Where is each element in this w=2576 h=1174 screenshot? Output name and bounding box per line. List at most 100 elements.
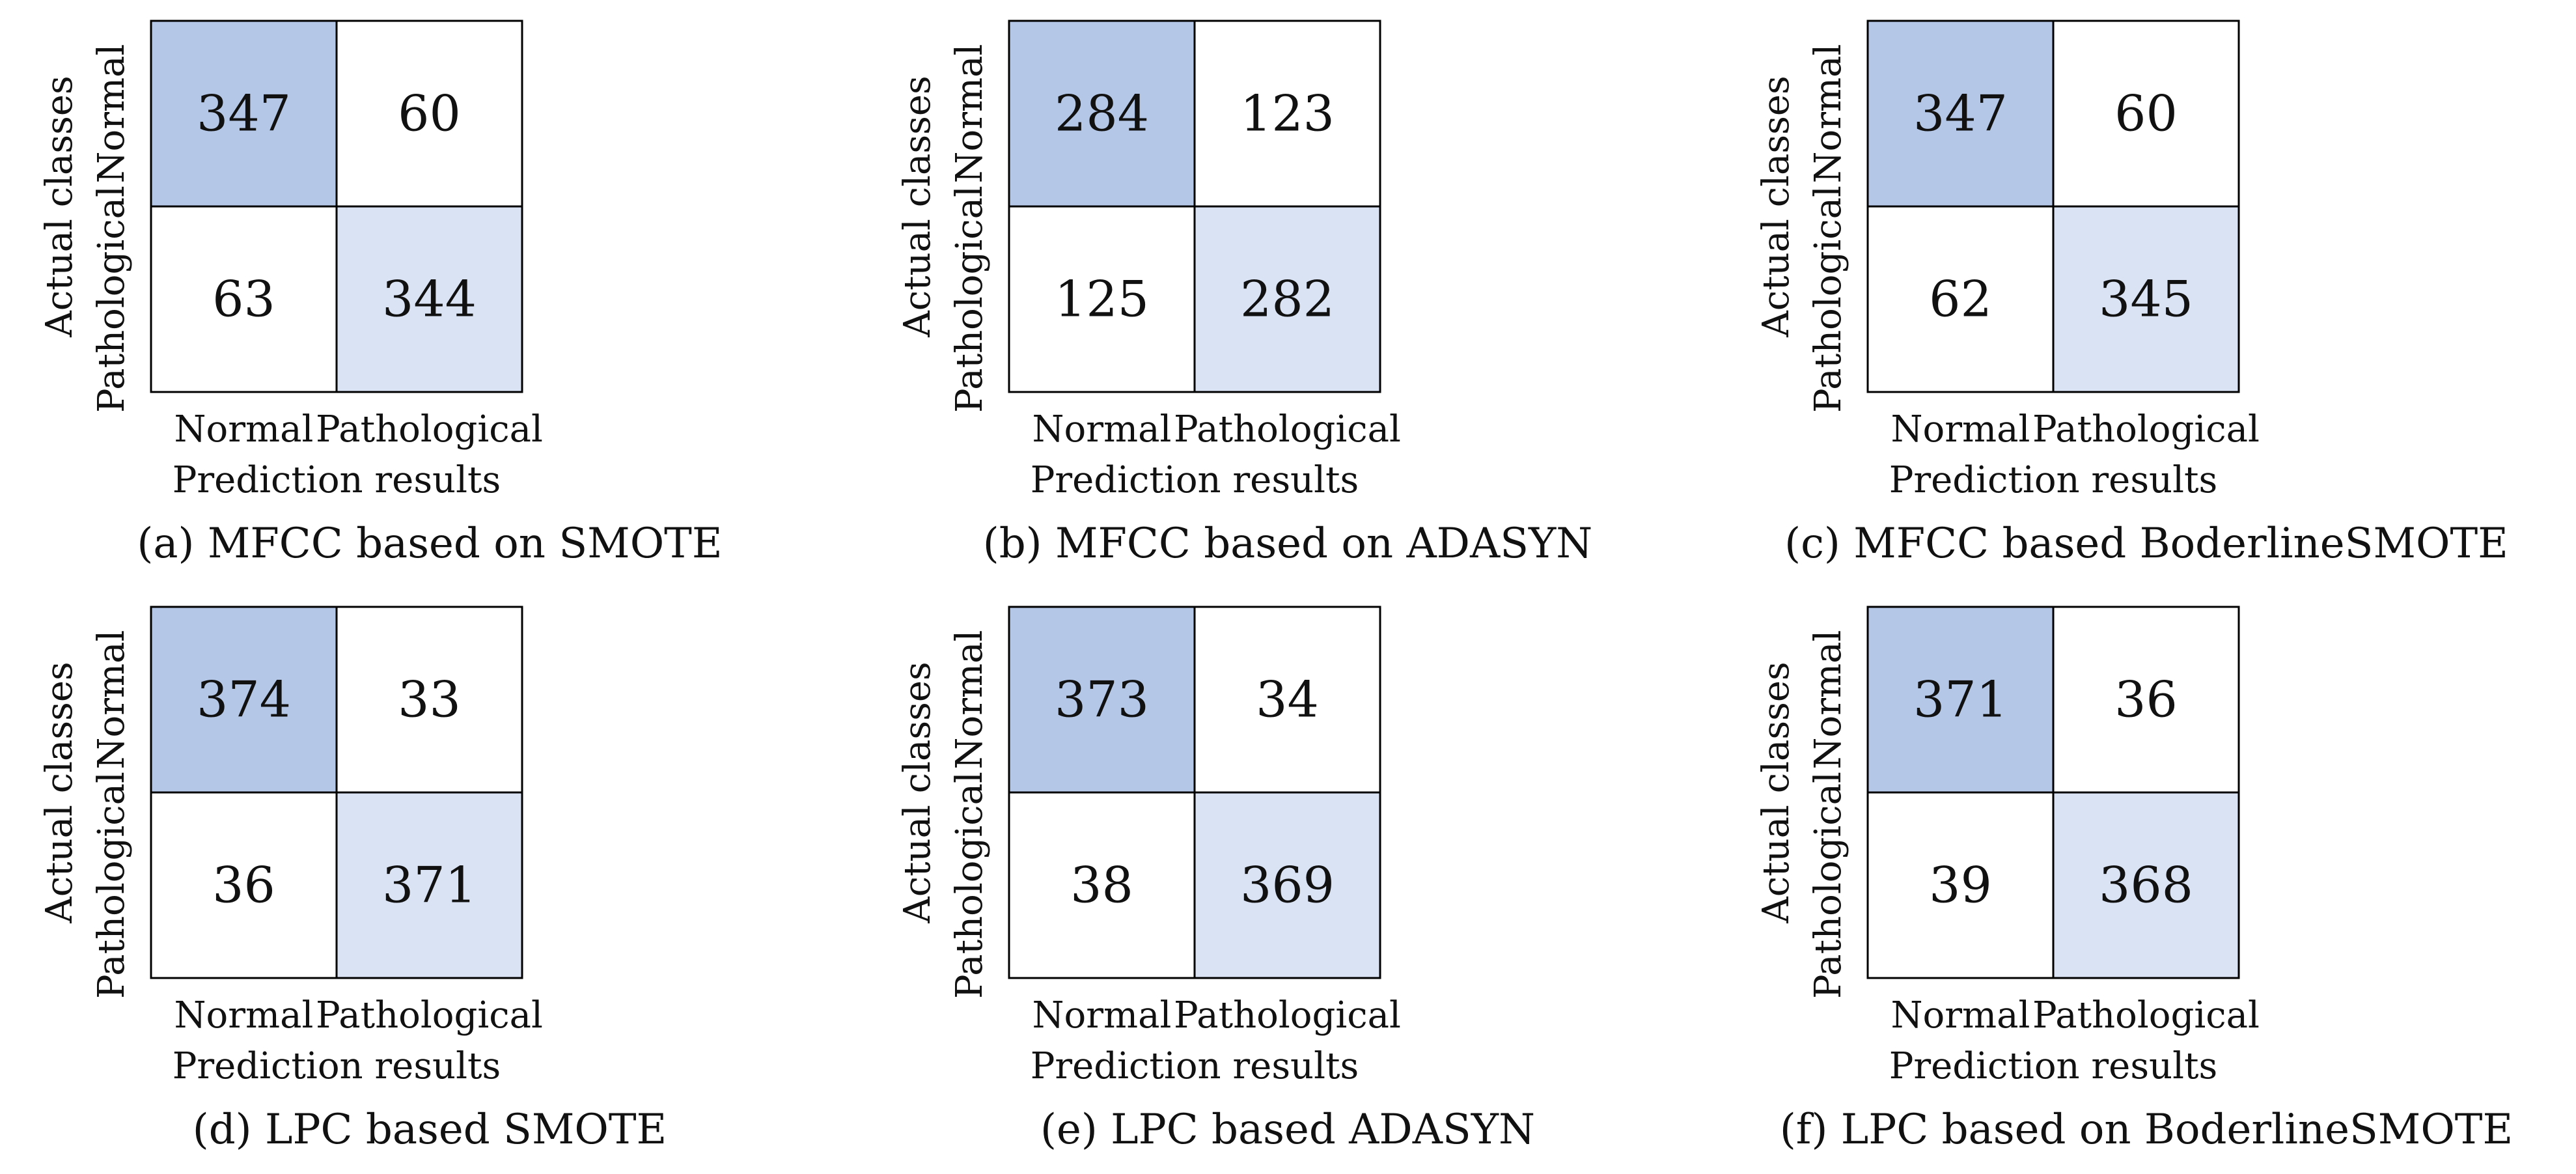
x-tick-label: Pathological xyxy=(316,408,543,451)
cell-value: 60 xyxy=(398,85,461,143)
panel-caption: (a) MFCC based on SMOTE xyxy=(137,520,723,568)
y-tick-label: Pathological xyxy=(949,186,991,413)
cell-value: 282 xyxy=(1240,270,1335,328)
matrix-cell-normal-pathological xyxy=(2052,20,2240,208)
cell-value: 368 xyxy=(2099,856,2193,914)
cell-value: 345 xyxy=(2099,270,2193,328)
matrix-cell-normal-pathological xyxy=(2052,606,2240,794)
panel-caption: (e) LPC based ADASYN xyxy=(1040,1106,1536,1154)
cell-value: 347 xyxy=(1913,85,2008,143)
cell-value: 123 xyxy=(1240,85,1335,143)
matrix-cell-normal-pathological xyxy=(335,20,523,208)
matrix-cell-pathological-normal xyxy=(150,791,338,979)
matrix-cell-pathological-pathological xyxy=(335,791,523,979)
matrix-cell-pathological-pathological xyxy=(1193,205,1381,393)
matrix-cell-normal-normal xyxy=(1008,20,1196,208)
cell-value: 284 xyxy=(1055,85,1149,143)
matrix-cell-pathological-pathological xyxy=(1193,791,1381,979)
x-axis-title: Prediction results xyxy=(1031,1045,1359,1087)
cell-value: 373 xyxy=(1055,671,1149,729)
x-tick-label: Normal xyxy=(174,408,314,451)
y-tick-label: Normal xyxy=(1807,44,1849,184)
x-tick-label: Pathological xyxy=(316,994,543,1037)
matrix-cell-pathological-pathological xyxy=(335,205,523,393)
y-tick-label: Pathological xyxy=(1807,186,1849,413)
cell-value: 38 xyxy=(1070,856,1133,914)
y-axis-title: Actual classes xyxy=(896,76,939,338)
x-tick-label: Normal xyxy=(1891,994,2030,1037)
y-tick-label: Pathological xyxy=(90,186,133,413)
x-tick-label: Normal xyxy=(1032,408,1172,451)
cell-value: 36 xyxy=(2114,671,2178,729)
y-tick-label: Pathological xyxy=(90,772,133,999)
matrix-cell-pathological-normal xyxy=(150,205,338,393)
x-axis-title: Prediction results xyxy=(1889,459,2218,501)
x-axis-title: Prediction results xyxy=(1031,459,1359,501)
matrix-cell-normal-normal xyxy=(1866,606,2055,794)
y-tick-label: Normal xyxy=(1807,630,1849,770)
y-axis-title: Actual classes xyxy=(1755,76,1797,338)
matrix-cell-normal-pathological xyxy=(335,606,523,794)
x-axis-title: Prediction results xyxy=(173,459,501,501)
matrix-cell-pathological-normal xyxy=(1008,791,1196,979)
cell-value: 63 xyxy=(212,270,275,328)
matrix-cell-pathological-normal xyxy=(1866,791,2055,979)
matrix-cell-pathological-pathological xyxy=(2052,205,2240,393)
panel-caption: (d) LPC based SMOTE xyxy=(192,1106,667,1154)
x-tick-label: Normal xyxy=(1032,994,1172,1037)
y-tick-label: Normal xyxy=(90,630,133,770)
matrix-cell-pathological-pathological xyxy=(2052,791,2240,979)
x-tick-label: Pathological xyxy=(1174,408,1401,451)
y-tick-label: Normal xyxy=(949,44,991,184)
cell-value: 125 xyxy=(1055,270,1149,328)
cell-value: 39 xyxy=(1929,856,1992,914)
y-tick-label: Normal xyxy=(90,44,133,184)
matrix-cell-normal-pathological xyxy=(1193,20,1381,208)
y-tick-label: Pathological xyxy=(949,772,991,999)
cell-value: 33 xyxy=(398,671,461,729)
cell-value: 36 xyxy=(212,856,275,914)
x-tick-label: Pathological xyxy=(2032,994,2260,1037)
cell-value: 344 xyxy=(382,270,477,328)
cell-value: 60 xyxy=(2114,85,2178,143)
cell-value: 34 xyxy=(1256,671,1319,729)
x-tick-label: Pathological xyxy=(1174,994,1401,1037)
y-tick-label: Normal xyxy=(949,630,991,770)
y-axis-title: Actual classes xyxy=(38,76,81,338)
matrix-cell-normal-pathological xyxy=(1193,606,1381,794)
matrix-cell-normal-normal xyxy=(1008,606,1196,794)
panel-caption: (f) LPC based on BoderlineSMOTE xyxy=(1779,1106,2514,1154)
x-axis-title: Prediction results xyxy=(173,1045,501,1087)
matrix-cell-pathological-normal xyxy=(1008,205,1196,393)
cell-value: 371 xyxy=(1913,671,2008,729)
y-axis-title: Actual classes xyxy=(1755,662,1797,924)
panel-caption: (b) MFCC based on ADASYN xyxy=(982,520,1593,568)
x-tick-label: Pathological xyxy=(2032,408,2260,451)
y-tick-label: Pathological xyxy=(1807,772,1849,999)
matrix-cell-normal-normal xyxy=(150,20,338,208)
x-tick-label: Normal xyxy=(174,994,314,1037)
cell-value: 374 xyxy=(197,671,291,729)
panel-caption: (c) MFCC based BoderlineSMOTE xyxy=(1784,520,2508,568)
y-axis-title: Actual classes xyxy=(896,662,939,924)
cell-value: 347 xyxy=(197,85,291,143)
cell-value: 62 xyxy=(1929,270,1992,328)
matrix-cell-normal-normal xyxy=(150,606,338,794)
x-axis-title: Prediction results xyxy=(1889,1045,2218,1087)
y-axis-title: Actual classes xyxy=(38,662,81,924)
cell-value: 369 xyxy=(1240,856,1335,914)
cell-value: 371 xyxy=(382,856,477,914)
